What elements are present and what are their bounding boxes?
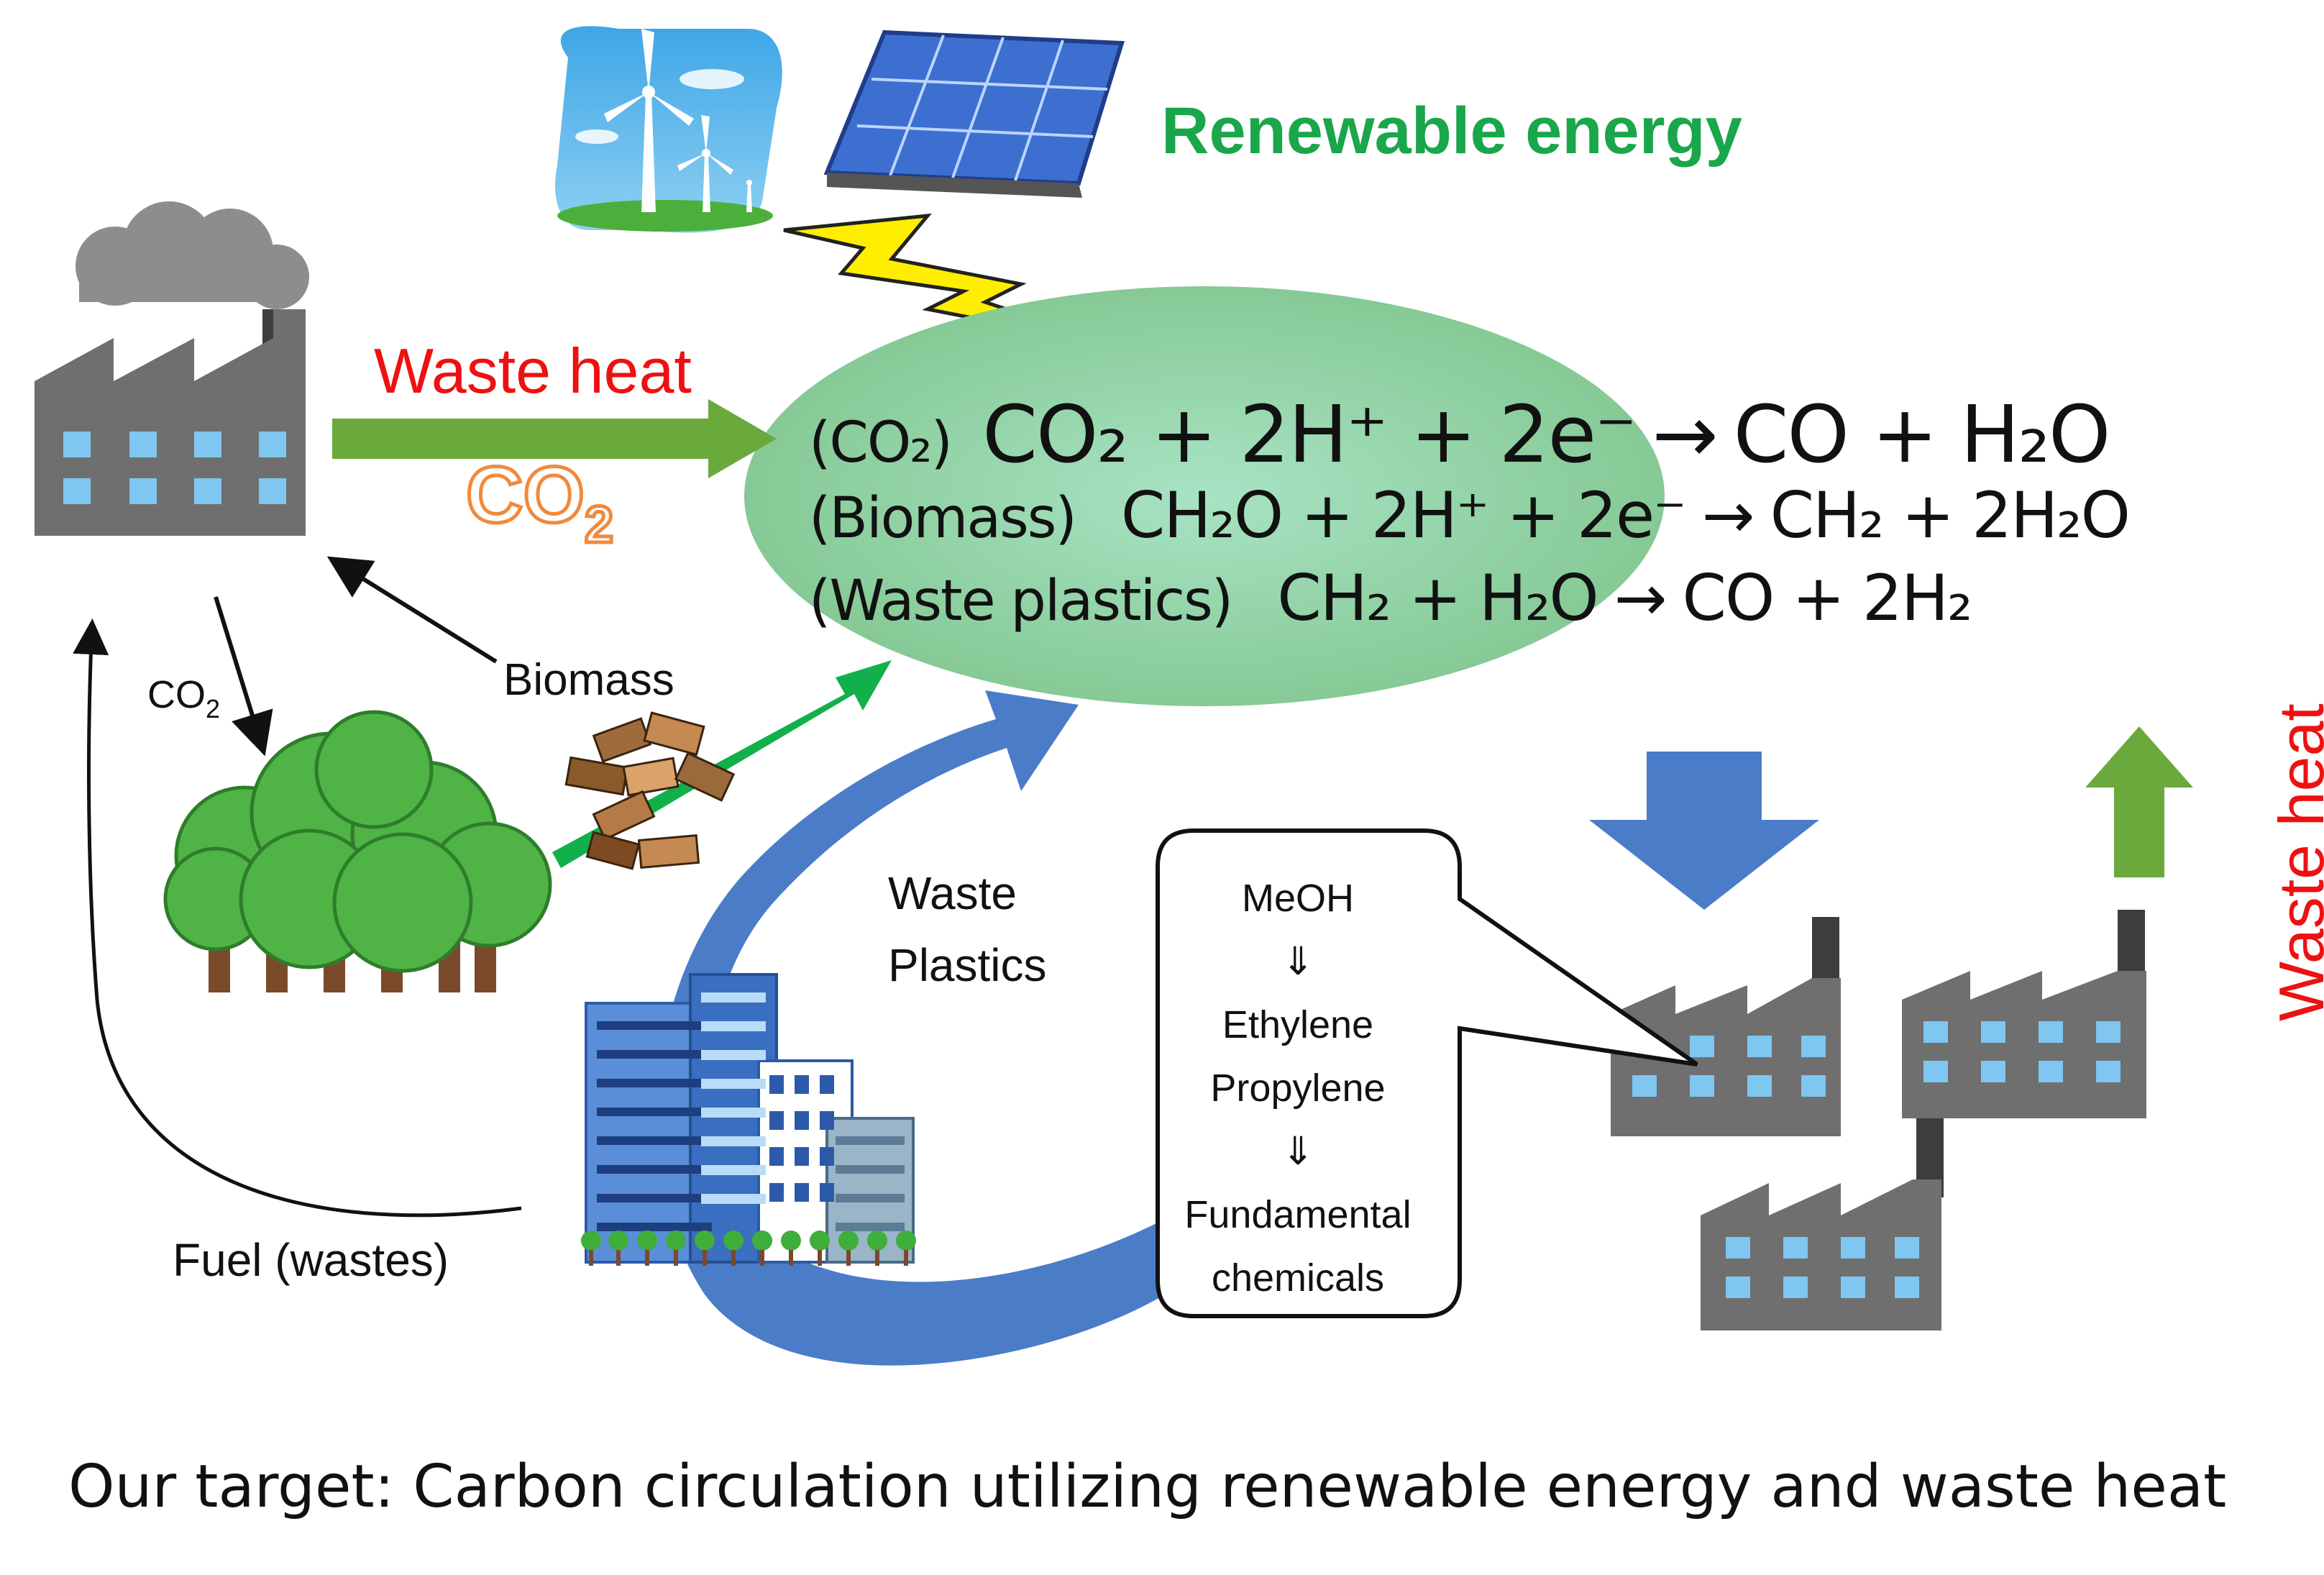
wind-turbine-icon xyxy=(555,26,782,233)
solar-panel-icon xyxy=(823,29,1125,198)
equation-plastics-tag: (Waste plastics) xyxy=(809,569,1233,634)
co2-absorption-sub: 2 xyxy=(206,694,221,723)
waste-heat-label-right: Waste heat xyxy=(2266,703,2324,1021)
diagram-caption: Our target: Carbon circulation utilizing… xyxy=(68,1453,2227,1521)
fuel-wastes-label: Fuel (wastes) xyxy=(173,1234,449,1286)
equation-co2: (CO₂) CO₂ + 2H⁺ + 2e⁻ → CO + H₂O xyxy=(809,388,2111,480)
chemical-factory-icon xyxy=(1701,1118,1944,1330)
equation-co2-arrow: → xyxy=(1652,388,1718,480)
wood-chips-icon xyxy=(564,711,736,870)
equation-plastics-arrow: → xyxy=(1614,561,1667,635)
equation-co2-tag: (CO₂) xyxy=(809,411,953,475)
equation-co2-lhs: CO₂ + 2H⁺ + 2e⁻ xyxy=(982,388,1637,480)
products-callout-text: MeOH ⇓ Ethylene Propylene ⇓ Fundamental … xyxy=(1158,867,1438,1310)
waste-heat-label-left: Waste heat xyxy=(374,335,692,406)
forest-icon xyxy=(163,710,552,992)
callout-chemicals: chemicals xyxy=(1211,1256,1385,1300)
equation-plastics-rhs: CO + 2H₂ xyxy=(1682,561,1973,635)
waste-plastics-label-line2: Plastics xyxy=(888,939,1047,991)
equation-biomass-lhs: CH₂O + 2H⁺ + 2e⁻ xyxy=(1120,478,1687,552)
waste-plastics-label-line1: Waste xyxy=(888,867,1017,919)
equation-biomass-tag: (Biomass) xyxy=(809,486,1077,551)
waste-heat-arrow xyxy=(332,399,777,478)
city-buildings-icon xyxy=(581,973,916,1266)
co2-emission-label: CO2 xyxy=(465,449,616,556)
callout-ethylene: Ethylene xyxy=(1222,1003,1374,1046)
products-callout xyxy=(1156,828,1698,1318)
fuel-return-arrow xyxy=(73,618,522,1218)
co2-absorption-main: CO xyxy=(147,673,206,716)
co2-emission-sub: 2 xyxy=(582,495,615,556)
biomass-to-factory-arrow xyxy=(326,556,498,664)
product-down-arrow xyxy=(1589,752,1819,910)
equation-co2-rhs: CO + H₂O xyxy=(1733,388,2111,480)
biomass-label: Biomass xyxy=(503,655,674,705)
co2-to-trees-arrow xyxy=(214,596,273,757)
callout-fundamental: Fundamental xyxy=(1184,1193,1412,1236)
renewable-energy-label: Renewable energy xyxy=(1161,94,1742,168)
equation-biomass-arrow: → xyxy=(1701,478,1755,552)
callout-meoh: MeOH xyxy=(1241,877,1354,920)
callout-propylene: Propylene xyxy=(1210,1067,1386,1110)
emitting-factory-icon xyxy=(35,201,309,536)
callout-arrow-2: ⇓ xyxy=(1281,1130,1314,1173)
reaction-ellipse xyxy=(744,286,1665,706)
waste-plastics-arrow xyxy=(657,690,1165,1366)
equation-biomass-rhs: CH₂ + 2H₂O xyxy=(1770,478,2131,552)
waste-heat-up-arrow xyxy=(2085,726,2193,877)
co2-absorption-label: CO2 xyxy=(147,672,220,723)
co2-emission-main: CO xyxy=(465,449,587,542)
equation-plastics: (Waste plastics) CH₂ + H₂O → CO + 2H₂ xyxy=(809,561,1973,635)
chemical-factory-icon xyxy=(1902,910,2146,1118)
equation-plastics-lhs: CH₂ + H₂O xyxy=(1277,561,1598,635)
equation-biomass: (Biomass) CH₂O + 2H⁺ + 2e⁻ → CH₂ + 2H₂O xyxy=(809,478,2131,552)
callout-arrow-1: ⇓ xyxy=(1281,940,1314,983)
